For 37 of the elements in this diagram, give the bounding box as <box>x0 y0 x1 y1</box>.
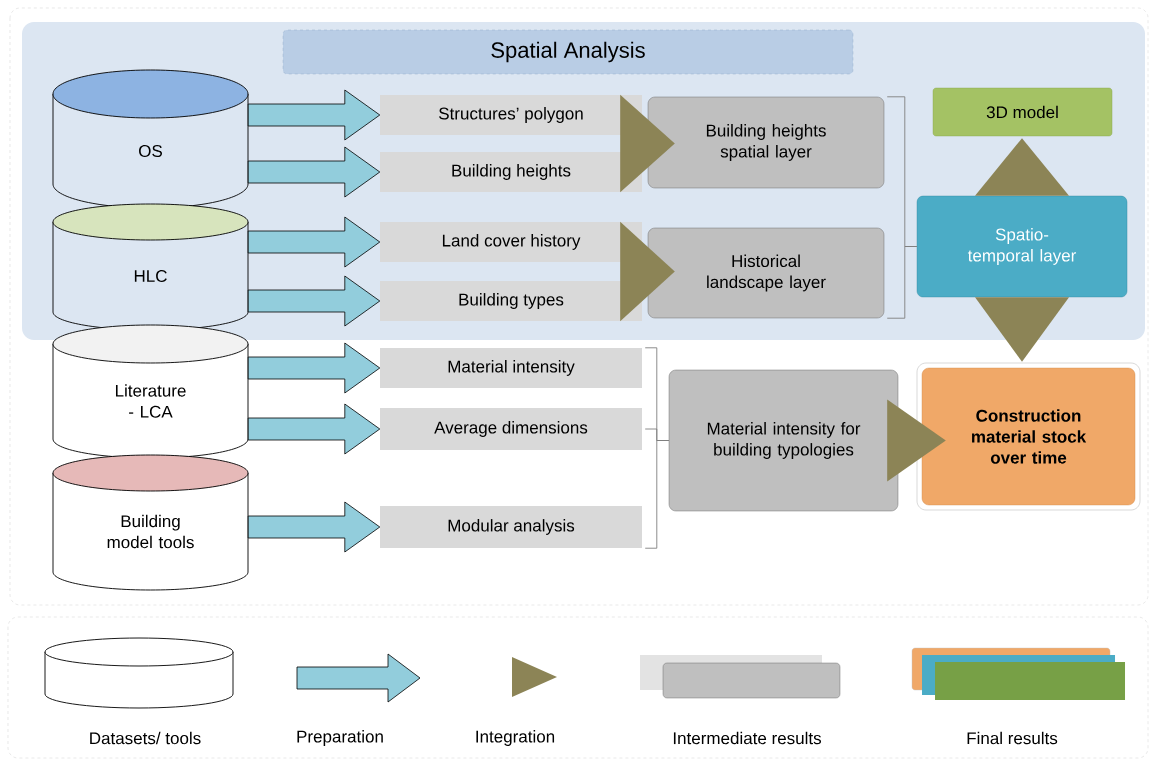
result-box: Construction material stock over time <box>916 362 1141 511</box>
process-box: Building heights <box>380 152 642 192</box>
database-cylinder: Literature - LCA <box>52 324 249 459</box>
legend-label: Integration <box>476 730 555 746</box>
result-box: Building heights spatial layer <box>647 96 885 189</box>
process-box: Land cover history <box>380 222 642 262</box>
database-cylinder: HLC <box>52 203 249 331</box>
result-box: Material intensity for building typologies <box>668 369 899 512</box>
process-box: Average dimensions <box>380 408 642 450</box>
block-arrow <box>247 275 381 327</box>
block-arrow <box>247 216 381 268</box>
process-box: Modular analysis <box>380 506 642 548</box>
integration-arrow <box>975 297 1069 362</box>
block-arrow <box>247 89 381 141</box>
process-box: Structures’ polygon <box>380 95 642 135</box>
legend-label: Preparation <box>297 730 383 746</box>
bracket-line <box>886 246 918 319</box>
legend-label: Intermediate results <box>673 731 821 745</box>
process-box: Material intensity <box>380 348 642 388</box>
integration-arrow <box>887 399 946 482</box>
integration-arrow <box>975 138 1069 196</box>
integration-arrow <box>620 221 675 322</box>
database-cylinder: Building model tools <box>52 454 249 591</box>
process-box: Building types <box>380 281 642 321</box>
block-arrow <box>247 501 381 553</box>
block-arrow <box>247 403 381 455</box>
block-arrow <box>247 342 381 394</box>
legend-label: Final results <box>967 731 1058 745</box>
legend-label: Datasets/ tools <box>90 731 201 745</box>
integration-arrow <box>620 94 675 193</box>
database-cylinder: OS <box>52 69 249 209</box>
result-box: 3D model <box>932 87 1113 137</box>
bracket-line <box>644 440 670 549</box>
title-box: Spatial Analysis <box>282 29 854 75</box>
result-box: Spatio-temporal layer <box>916 195 1128 298</box>
block-arrow <box>247 146 381 198</box>
result-box: Historical landscape layer <box>647 227 885 319</box>
